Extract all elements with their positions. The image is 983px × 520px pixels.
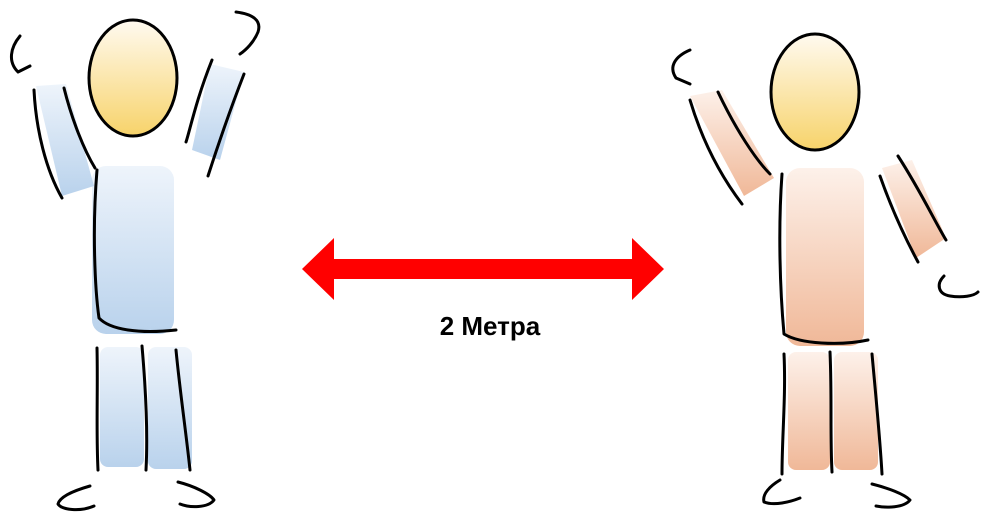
left-person-left-leg xyxy=(100,347,144,467)
left-person-right-leg xyxy=(148,347,192,469)
left-person xyxy=(10,10,261,512)
distance-label: 2 Метра xyxy=(439,311,541,341)
left-person-right-arm xyxy=(192,64,244,160)
right-person xyxy=(671,32,980,509)
left-person-torso xyxy=(92,166,174,334)
left-person-left-arm xyxy=(36,84,94,196)
right-person-left-leg xyxy=(788,352,830,470)
right-person-right-arm xyxy=(882,160,946,258)
distance-arrow xyxy=(302,238,664,300)
right-person-right-leg xyxy=(834,352,878,470)
right-person-torso xyxy=(786,168,864,346)
left-person-head xyxy=(89,20,177,136)
right-person-head xyxy=(771,34,859,150)
double-headed-arrow-icon xyxy=(302,238,664,300)
right-person-left-arm xyxy=(690,90,774,196)
